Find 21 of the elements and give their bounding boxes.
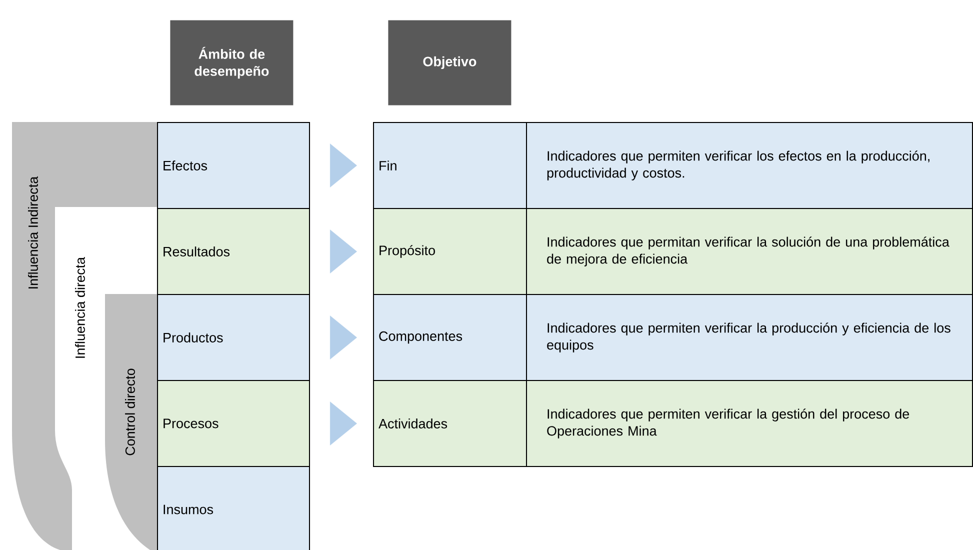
chevron-arrow (330, 316, 357, 360)
chevron-arrow (330, 144, 357, 188)
table-cell: Componentes (373, 294, 527, 381)
table-cell: Productos (157, 294, 310, 381)
table-cell: Propósito (373, 208, 527, 295)
node-label: Indicadores que permiten verificar la gestión del proceso de Operaciones Mina (547, 408, 910, 438)
chevron-arrow (330, 230, 357, 274)
band-label: Influencia directa (75, 257, 85, 358)
node-label: Indicadores que permiten verificar la producción y eficiencia de los equipos (547, 322, 950, 352)
table-cell: Procesos (157, 380, 310, 467)
table-cell: Fin (373, 122, 527, 209)
bracket-band: Control directo (105, 294, 157, 550)
table-cell: Actividades (373, 380, 527, 467)
table-cell: Efectos (157, 122, 310, 209)
chevron-arrow (330, 402, 357, 446)
header-box: Objetivo (388, 20, 512, 106)
table-cell: Resultados (157, 208, 310, 295)
table-cell: Insumos (157, 466, 310, 550)
header-box: Ámbito de desempeño (170, 20, 294, 106)
node-label: Indicadores que permitan verificar la solución de una problemática de mejora de eficiencia (547, 236, 950, 266)
node-label: Indicadores que permiten verificar los efectos en la producción, productividad y costos. (547, 150, 930, 180)
